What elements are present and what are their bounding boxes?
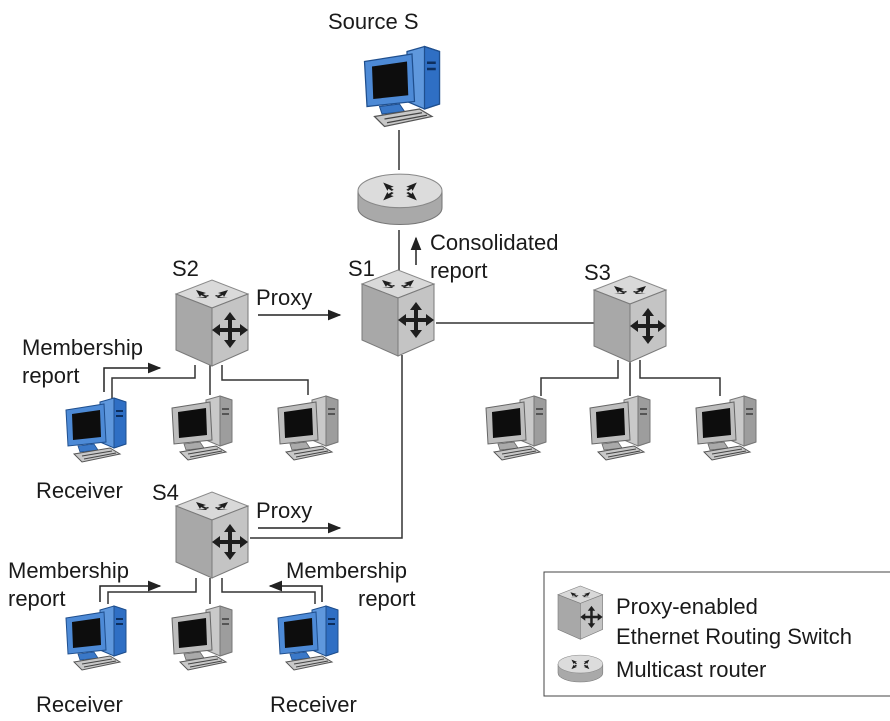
host-s3-2 — [589, 395, 651, 461]
legend-switch-icon — [557, 585, 603, 640]
host-s2-2 — [171, 395, 233, 461]
switch-s2 — [175, 279, 249, 367]
host-s3-1 — [485, 395, 547, 461]
receiver-label-3: Receiver — [270, 692, 357, 717]
legend: Proxy-enabled Ethernet Routing Switch Mu… — [543, 571, 890, 697]
host-s3-3 — [695, 395, 757, 461]
membership-label-s2: Membership — [22, 335, 143, 360]
source-host — [363, 45, 441, 128]
receiver-host-s4-left — [65, 605, 127, 671]
receiver-host-s2 — [65, 397, 127, 463]
s1-label: S1 — [348, 256, 375, 281]
legend-router-label: Multicast router — [616, 657, 766, 682]
s2-label: S2 — [172, 256, 199, 281]
report-label-s2: report — [22, 363, 79, 388]
receiver-label-2: Receiver — [36, 692, 123, 717]
proxy-label-s2: Proxy — [256, 285, 312, 310]
legend-switch-label-line2: Ethernet Routing Switch — [616, 624, 852, 649]
proxy-label-s4: Proxy — [256, 498, 312, 523]
report-label-s4-right: report — [358, 586, 415, 611]
receiver-host-s4-right — [277, 605, 339, 671]
consolidated-label-line1: Consolidated — [430, 230, 558, 255]
host-s2-3 — [277, 395, 339, 461]
report-label-s4-left: report — [8, 586, 65, 611]
switch-s1 — [361, 269, 435, 357]
legend-router-icon — [557, 654, 604, 683]
legend-switch-label-line1: Proxy-enabled — [616, 594, 758, 619]
source-label: Source S — [328, 9, 419, 34]
s4-label: S4 — [152, 480, 179, 505]
membership-label-s4-right: Membership — [286, 558, 407, 583]
links — [107, 130, 721, 604]
switch-s3 — [593, 275, 667, 363]
receiver-label-1: Receiver — [36, 478, 123, 503]
switch-s4 — [175, 491, 249, 579]
consolidated-label-line2: report — [430, 258, 487, 283]
s3-label: S3 — [584, 260, 611, 285]
host-s4-mid — [171, 605, 233, 671]
multicast-router — [357, 173, 443, 226]
arrows — [99, 236, 422, 602]
membership-label-s4-left: Membership — [8, 558, 129, 583]
